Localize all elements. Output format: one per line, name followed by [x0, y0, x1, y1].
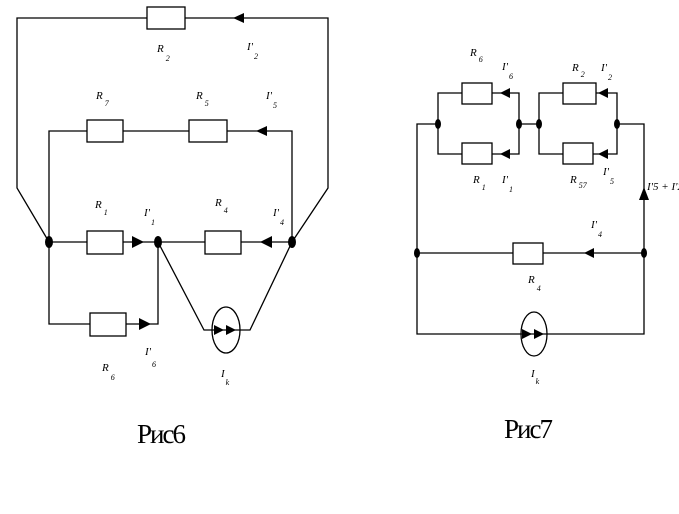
- fig7-node-d: [614, 119, 620, 129]
- fig6-caption: Рис6: [137, 419, 185, 449]
- fig6-resistor-r5: [188, 119, 228, 143]
- fig6-r7-r5-wire: [48, 130, 293, 242]
- fig7-label-i5: I'5: [602, 166, 614, 186]
- fig6-node-left: [45, 236, 53, 248]
- fig7-label-r1: R1: [472, 174, 486, 192]
- fig7-resistor-r6: [461, 82, 493, 105]
- fig7-label-i5-i2: I'5 + I'2: [646, 181, 679, 193]
- fig7-arrow-i4: [584, 248, 594, 258]
- fig7-arrow-i1: [500, 149, 510, 159]
- fig7-source-arrow-2: [534, 329, 544, 339]
- fig6-resistor-r2: [146, 6, 186, 30]
- fig7-node-c: [536, 119, 542, 129]
- fig7-node-e: [414, 248, 420, 258]
- fig7-node-b: [516, 119, 522, 129]
- fig7-resistor-r1: [461, 142, 493, 165]
- fig6-label-r2: R2: [156, 43, 170, 63]
- fig6-source-wire-right: [240, 241, 293, 331]
- fig6-arrow-i5: [256, 126, 267, 136]
- fig7-label-r4: R4: [527, 274, 541, 293]
- fig7-resistor-r2: [562, 82, 597, 105]
- fig7-resistor-r4: [512, 242, 544, 265]
- fig6-label-r5: R5: [195, 90, 209, 108]
- fig7-label-i1: I'1: [501, 174, 513, 194]
- fig7-arrow-i5-i2: [639, 187, 649, 200]
- fig6-arrow-i1: [132, 236, 144, 248]
- fig6-label-r6: R6: [101, 362, 115, 382]
- figure-7: R6 I'6 R2 I'2 R1 I'1 R57 I'5 I'5 + I'2 I…: [414, 47, 679, 444]
- fig6-arrow-i4: [260, 236, 272, 248]
- fig6-arrow-i6: [139, 318, 151, 330]
- fig7-arrow-i5: [598, 149, 608, 159]
- fig7-label-r6: R6: [469, 47, 483, 64]
- fig6-source-wire-left: [157, 241, 212, 331]
- fig6-source-arrow-2: [226, 325, 236, 335]
- fig7-label-i6: I'6: [501, 61, 513, 81]
- fig7-node-f: [641, 248, 647, 258]
- fig6-label-i5: I'5: [265, 90, 277, 110]
- fig7-resistor-r57: [562, 142, 594, 165]
- fig6-source-arrow-1: [214, 325, 224, 335]
- fig6-arrow-i2: [233, 13, 244, 23]
- fig7-label-i2: I'2: [600, 62, 612, 82]
- fig6-label-r4: R4: [214, 197, 228, 215]
- fig6-label-i1: I'1: [143, 207, 155, 227]
- fig7-arrow-i6: [500, 88, 510, 98]
- fig6-resistor-r6: [89, 312, 127, 337]
- fig6-label-r1: R1: [94, 199, 108, 217]
- fig7-label-ik: Ik: [530, 368, 540, 386]
- fig7-arrow-i2: [598, 88, 608, 98]
- fig7-caption: Рис7: [504, 414, 552, 444]
- fig6-label-i4: I'4: [272, 207, 284, 227]
- fig6-node-right: [288, 236, 296, 248]
- fig6-outer-wire: [16, 17, 329, 243]
- fig6-label-ik: Ik: [220, 368, 230, 387]
- fig6-resistor-r7: [86, 119, 124, 143]
- fig6-label-i6: I'6: [144, 346, 156, 369]
- fig7-outer-wire: [416, 123, 645, 335]
- figure-6: R2 I'2 R7 R5 I'5 R1 I'1 R4 I'4 R6 I'6 Ik…: [16, 6, 329, 449]
- fig7-source-arrow-1: [522, 329, 532, 339]
- fig7-label-r2: R2: [571, 62, 585, 79]
- fig6-resistor-r4: [204, 230, 242, 255]
- fig6-resistor-r1: [86, 230, 124, 255]
- fig6-node-middle: [154, 236, 162, 248]
- fig7-label-i4: I'4: [590, 219, 602, 239]
- fig6-label-r7: R7: [95, 90, 110, 108]
- fig7-node-a: [435, 119, 441, 129]
- fig6-label-i2: I'2: [246, 41, 258, 61]
